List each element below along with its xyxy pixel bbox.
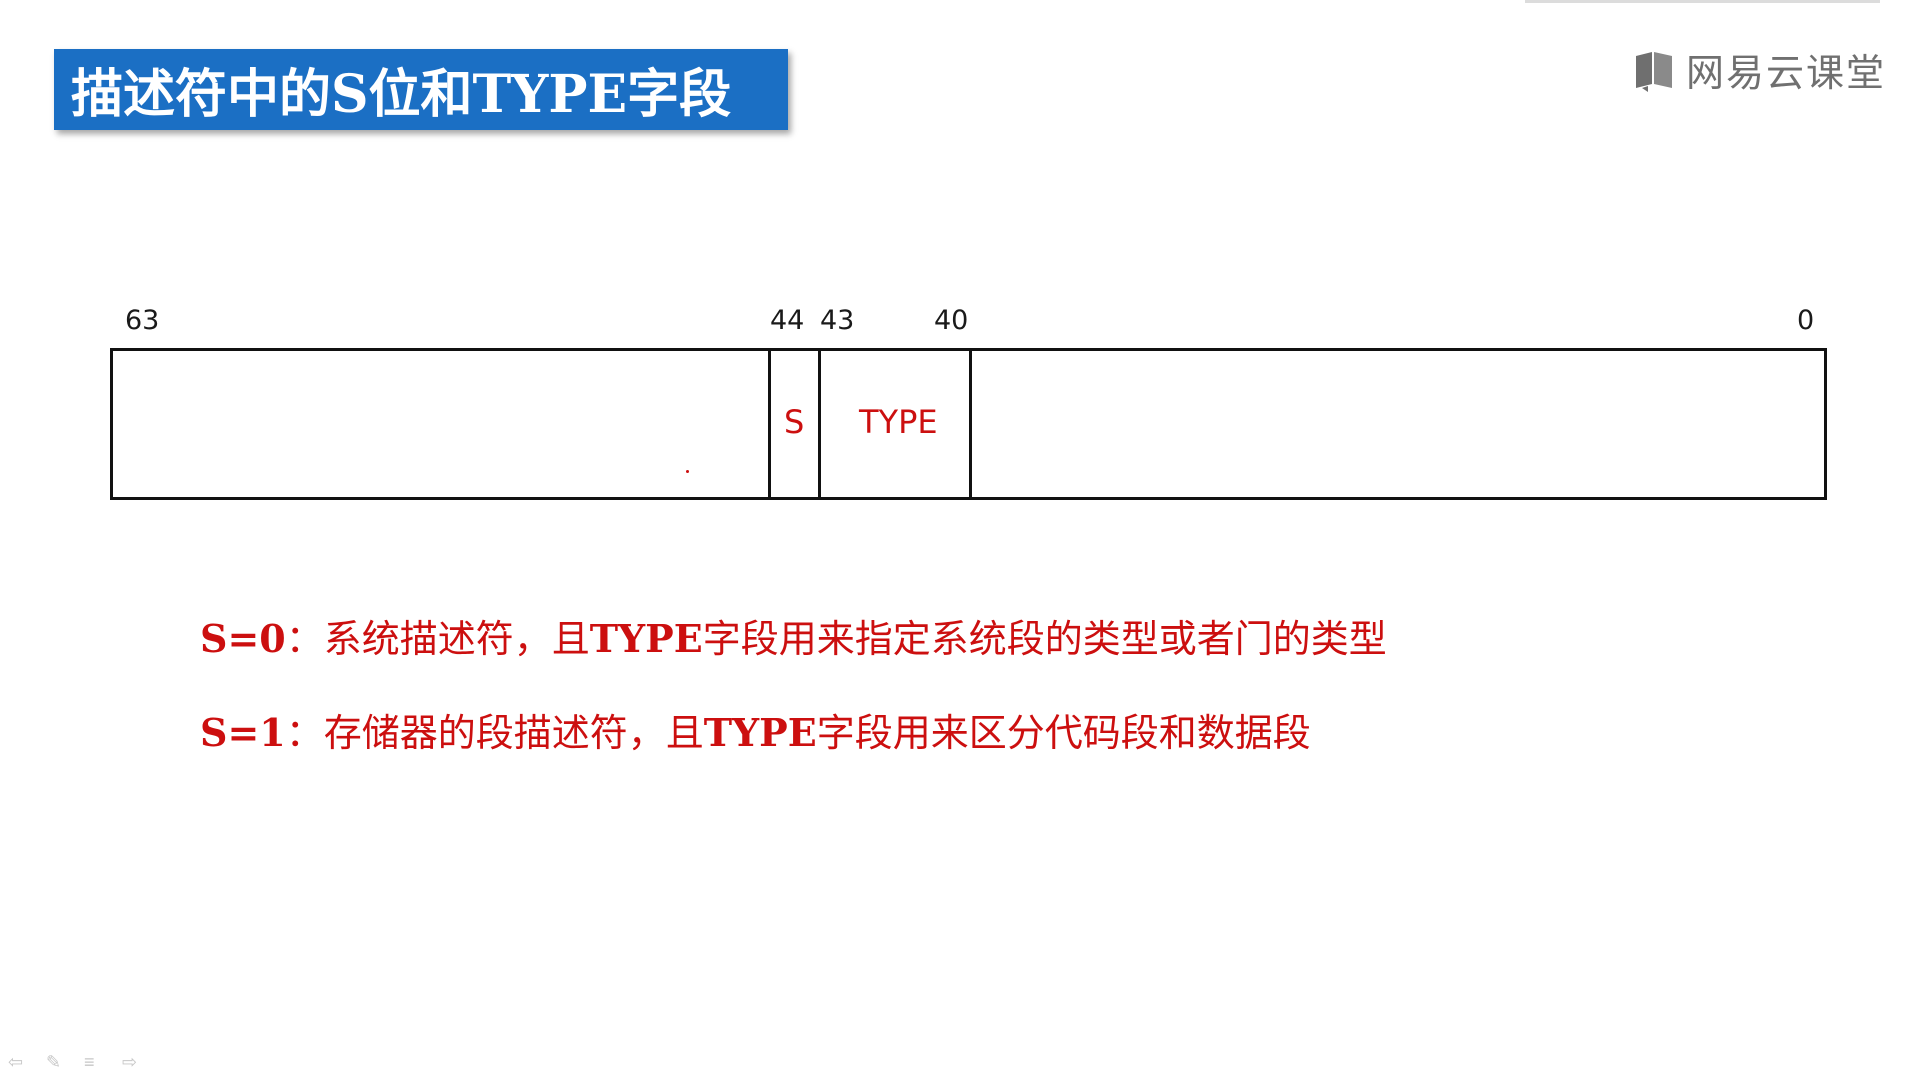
bit-number-43: 43 bbox=[820, 305, 855, 336]
s1-sep: ： bbox=[285, 711, 324, 755]
s1-text-after: 字段用来区分代码段和数据段 bbox=[816, 711, 1311, 755]
netease-logo: 网易云课堂 bbox=[1632, 42, 1886, 97]
bit-number-0: 0 bbox=[1797, 305, 1815, 336]
book-icon bbox=[1636, 51, 1672, 92]
bit-number-40: 40 bbox=[934, 305, 969, 336]
slide-title: 描述符中的S位和TYPE字段 bbox=[71, 64, 732, 125]
prev-arrow-icon[interactable]: ⇦ bbox=[8, 1052, 24, 1072]
divider-left-of-s bbox=[768, 351, 771, 497]
descriptor-register: S TYPE bbox=[110, 348, 1827, 500]
s1-key: S=1 bbox=[200, 710, 286, 755]
logo-text: 网易云课堂 bbox=[1686, 51, 1887, 95]
top-edge-strip bbox=[1525, 0, 1880, 3]
pen-icon[interactable]: ✎ bbox=[46, 1052, 62, 1072]
stray-dot bbox=[686, 470, 689, 473]
divider-right-of-type bbox=[969, 351, 972, 497]
s0-text-before: 系统描述符，且 bbox=[323, 617, 590, 661]
s0-sep: ： bbox=[285, 617, 324, 661]
s0-type-word: TYPE bbox=[589, 616, 703, 661]
s-field-label: S bbox=[784, 403, 805, 441]
s1-description: S=1：存储器的段描述符，且TYPE字段用来区分代码段和数据段 bbox=[200, 702, 1311, 757]
bit-number-44: 44 bbox=[770, 305, 805, 336]
next-arrow-icon[interactable]: ⇨ bbox=[122, 1052, 138, 1072]
bit-number-63: 63 bbox=[125, 305, 160, 336]
s0-text-after: 字段用来指定系统段的类型或者门的类型 bbox=[702, 617, 1387, 661]
slide-title-box: 描述符中的S位和TYPE字段 bbox=[54, 49, 788, 130]
s0-key: S=0 bbox=[200, 616, 286, 661]
s0-description: S=0：系统描述符，且TYPE字段用来指定系统段的类型或者门的类型 bbox=[200, 608, 1387, 663]
slideshow-nav: ⇦ ✎ ≡ ⇨ bbox=[8, 1052, 144, 1072]
s1-text-before: 存储器的段描述符，且 bbox=[323, 711, 704, 755]
menu-icon[interactable]: ≡ bbox=[84, 1052, 95, 1072]
s1-type-word: TYPE bbox=[703, 710, 817, 755]
divider-s-type bbox=[818, 351, 821, 497]
type-field-label: TYPE bbox=[859, 403, 938, 441]
